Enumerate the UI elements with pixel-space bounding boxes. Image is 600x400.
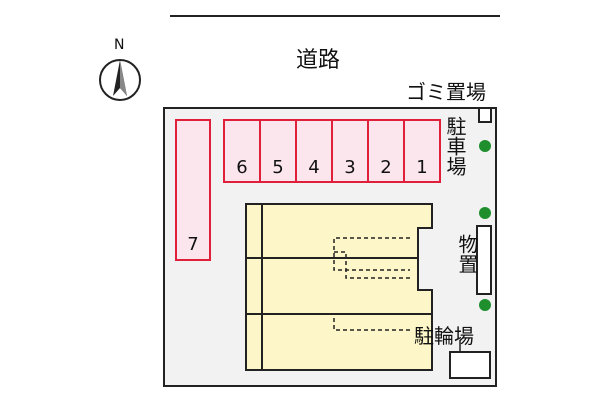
parking-spot-6: [223, 119, 261, 183]
bicycle-area: [449, 351, 491, 379]
parking-spot-3: [331, 119, 369, 183]
garbage-label: ゴミ置場: [406, 80, 486, 104]
parking-label: 駐車場: [443, 116, 467, 176]
parking-number-7: 7: [187, 234, 199, 255]
parking-spot-4: [295, 119, 333, 183]
building: [245, 203, 433, 371]
parking-number-3: 3: [344, 157, 356, 178]
garbage-box: [478, 107, 492, 123]
compass-icon: [99, 59, 141, 101]
parking-spot-7: [175, 119, 211, 261]
parking-number-6: 6: [236, 157, 248, 178]
road-label: 道路: [296, 48, 341, 73]
parking-spot-2: [367, 119, 405, 183]
parking-number-2: 2: [380, 157, 392, 178]
parking-number-1: 1: [416, 157, 428, 178]
bicycle-label: 駐輪場: [414, 324, 474, 348]
compass-north-label: N: [114, 37, 125, 53]
parking-number-5: 5: [272, 157, 284, 178]
storage-shed: [476, 225, 492, 295]
storage-label: 物置: [455, 234, 479, 274]
parking-spot-1: [403, 119, 441, 183]
parking-number-4: 4: [308, 157, 320, 178]
tree-icon: [479, 207, 491, 219]
parking-row: [223, 119, 441, 183]
tree-icon: [479, 299, 491, 311]
tree-icon: [479, 140, 491, 152]
